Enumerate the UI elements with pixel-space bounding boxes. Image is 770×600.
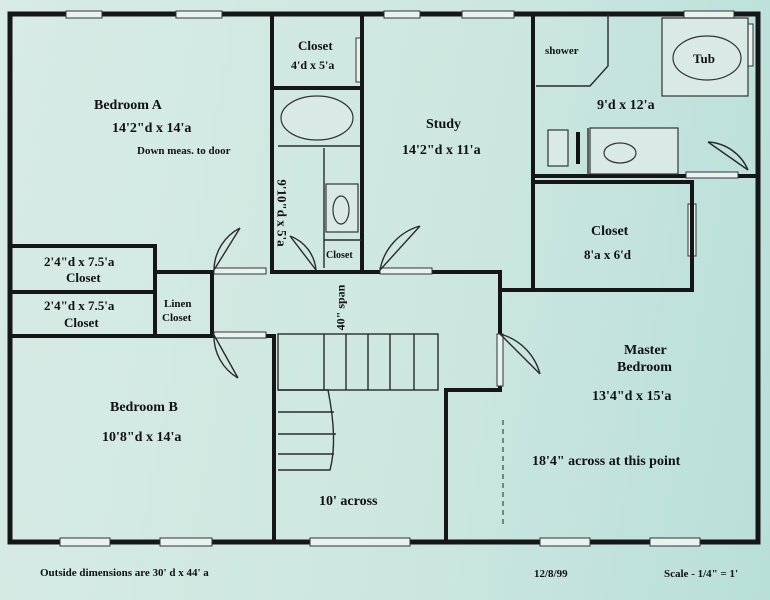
- window: [683, 10, 735, 19]
- bedroom-a-note: Down meas. to door: [137, 145, 231, 157]
- bedroom-b-name: Bedroom B: [110, 400, 178, 415]
- window: [159, 537, 213, 547]
- closet-2-dims: 2'4"d x 7.5'a: [44, 298, 115, 313]
- closet-1-dims: 2'4"d x 7.5'a: [44, 254, 115, 269]
- stairs: [277, 333, 439, 471]
- shower-label: shower: [545, 45, 579, 57]
- doors: [213, 141, 749, 387]
- bedroom-a-dims: 14'2"d x 14'a: [112, 121, 192, 136]
- closet-top-name: Closet: [298, 38, 333, 53]
- hall-bath-fixtures: [278, 95, 362, 268]
- footer-date: 12/8/99: [534, 568, 568, 580]
- window: [59, 537, 111, 547]
- linen-line2: Closet: [162, 312, 192, 324]
- closet-top-dims: 4'd x 5'a: [291, 58, 335, 72]
- hall-span: 40" span: [333, 284, 348, 331]
- study-name: Study: [426, 117, 462, 132]
- closet-1-name: Closet: [66, 270, 101, 285]
- tub-label: Tub: [693, 51, 715, 66]
- bedroom-a-name: Bedroom A: [94, 98, 162, 113]
- master-line1: Master: [624, 343, 667, 358]
- footer-scale: Scale - 1/4" = 1': [664, 568, 739, 580]
- hall-bath-dims: 9'10"d x 5'a: [274, 179, 290, 247]
- master-bath-fixtures: [536, 14, 749, 176]
- window: [649, 537, 701, 547]
- hall-across: 10' across: [319, 494, 378, 509]
- window: [309, 537, 411, 547]
- closet-2-name: Closet: [64, 315, 99, 330]
- master-note: 18'4" across at this point: [532, 454, 681, 469]
- window: [539, 537, 591, 547]
- closet-master-dims: 8'a x 6'd: [584, 247, 631, 262]
- linen-line1: Linen: [164, 298, 192, 310]
- master-bath-dims: 9'd x 12'a: [597, 98, 655, 113]
- closet-master-name: Closet: [591, 224, 629, 239]
- hall-bath-closet: Closet: [326, 250, 353, 261]
- master-dims: 13'4"d x 15'a: [592, 389, 672, 404]
- window: [461, 10, 515, 19]
- window: [175, 10, 223, 19]
- study-dims: 14'2"d x 11'a: [402, 143, 481, 158]
- window: [383, 10, 421, 19]
- footer-outside: Outside dimensions are 30' d x 44' a: [40, 567, 209, 579]
- master-line2: Bedroom: [617, 360, 672, 375]
- window: [65, 10, 103, 19]
- bedroom-b-dims: 10'8"d x 14'a: [102, 430, 182, 445]
